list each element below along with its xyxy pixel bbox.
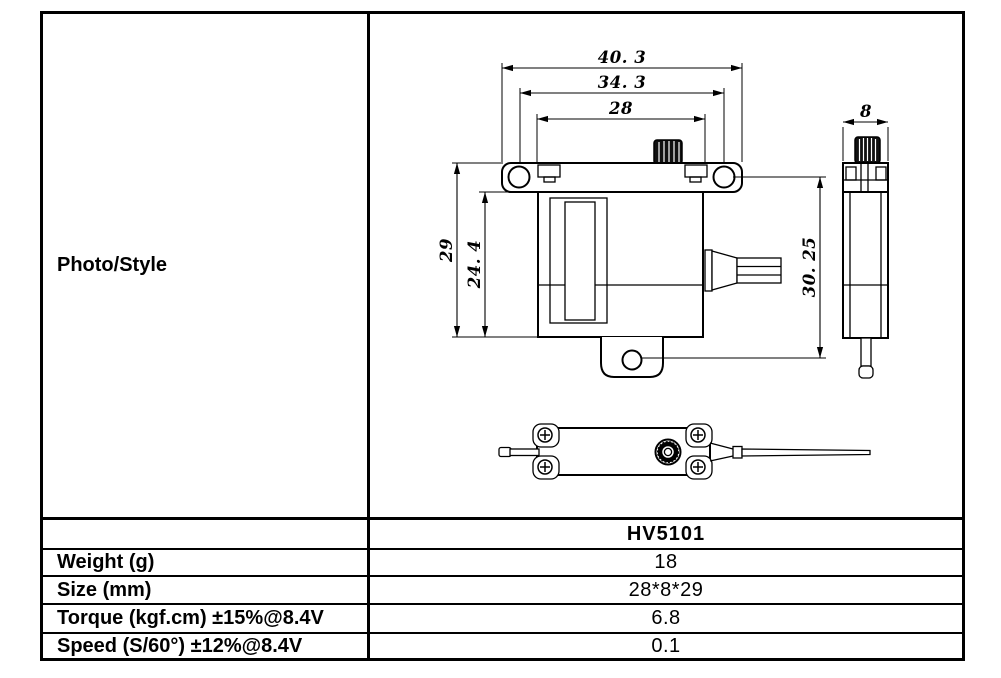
label-window	[549, 197, 608, 324]
dim-body-width-label: 28	[608, 99, 633, 118]
spec-row-size: Size (mm) 28*8*29	[43, 575, 962, 603]
front-view	[501, 139, 782, 378]
bottom-view	[498, 423, 871, 480]
bottom-tab-front	[600, 337, 664, 378]
model-number: HV5101	[626, 522, 706, 545]
torque-label: Torque (kgf.cm) ±15%@8.4V	[43, 605, 370, 632]
dim-overall-height-label: 29	[437, 238, 456, 263]
corner-screws	[537, 427, 706, 475]
servo-body-side	[842, 191, 889, 339]
torque-value: 6.8	[651, 607, 681, 629]
servo-body-front	[537, 191, 704, 338]
dim-body-height-label: 24. 4	[465, 240, 484, 289]
wire-lead-top	[709, 442, 871, 462]
spline-shaft-side	[854, 136, 881, 164]
size-label: Size (mm)	[43, 577, 370, 603]
photo-style-row: Photo/Style	[43, 14, 962, 517]
spec-row-speed: Speed (S/60°) ±12%@8.4V 0.1	[43, 632, 962, 658]
weight-label: Weight (g)	[43, 550, 370, 575]
model-row-empty-label	[43, 520, 370, 548]
label-sticker	[564, 201, 596, 321]
flange-notch-right	[684, 164, 708, 183]
bottom-tab-side	[858, 337, 874, 379]
mount-hole-left	[507, 165, 531, 189]
horn-rod	[498, 446, 540, 458]
wire-exit-front	[704, 249, 782, 292]
spec-table: Photo/Style	[40, 11, 965, 661]
flange-side	[842, 162, 889, 193]
dim-thickness-label: 8	[859, 102, 872, 121]
spec-row-weight: Weight (g) 18	[43, 548, 962, 575]
flange-notch-left	[537, 164, 561, 183]
weight-value: 18	[654, 551, 678, 573]
dimension-extension-lines	[452, 63, 889, 359]
servo-technical-drawing: 40. 3 34. 3 28 8 29 24. 4 30. 25	[437, 48, 889, 480]
photo-style-label: Photo/Style	[43, 14, 370, 517]
servo-body-top	[536, 427, 711, 476]
dimension-lines	[453, 64, 888, 358]
mount-hole-right	[712, 165, 736, 189]
dim-case-to-tab-label: 30. 25	[800, 237, 819, 297]
dimension-labels: 40. 3 34. 3 28 8 29 24. 4 30. 25	[437, 48, 872, 297]
output-shaft-top	[654, 438, 682, 466]
speed-value: 0.1	[651, 634, 681, 657]
technical-drawing-cell: 40. 3 34. 3 28 8 29 24. 4 30. 25	[370, 14, 962, 517]
speed-label: Speed (S/60°) ±12%@8.4V	[43, 634, 370, 658]
spline-shaft-front	[653, 139, 683, 165]
size-value: 28*8*29	[628, 578, 704, 601]
dim-overall-width-label: 40. 3	[598, 48, 646, 67]
side-view	[842, 136, 889, 379]
dim-mount-span-label: 34. 3	[598, 73, 646, 92]
spec-row-torque: Torque (kgf.cm) ±15%@8.4V 6.8	[43, 603, 962, 632]
model-row: HV5101	[43, 517, 962, 548]
